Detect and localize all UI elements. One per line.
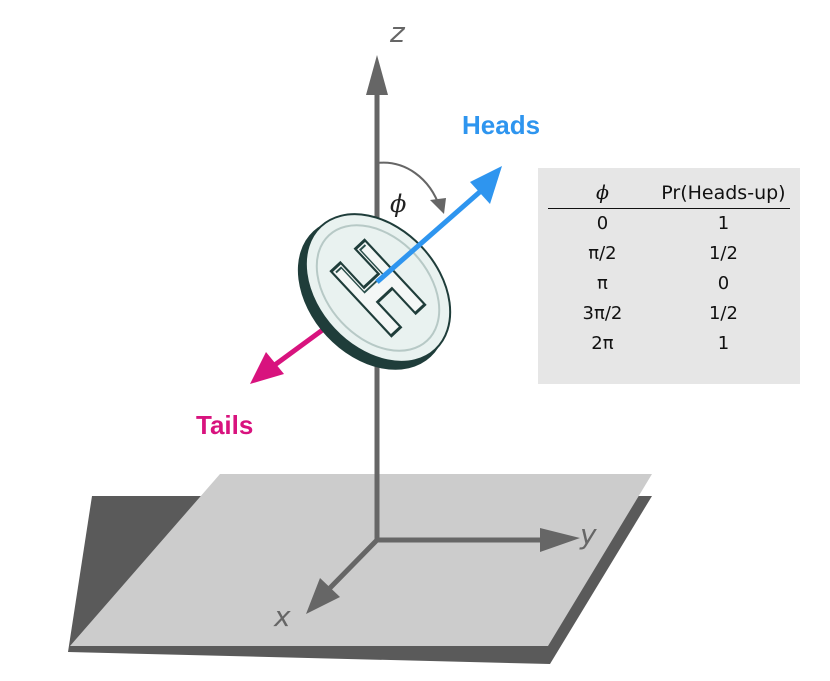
probability-table-grid: ϕ Pr(Heads-up) 0 1 π/2 1/2 π 0 3π/ xyxy=(548,180,790,359)
tails-label: Tails xyxy=(196,410,253,440)
table-cell-prob: 1/2 xyxy=(708,303,738,324)
heads-arrowhead xyxy=(470,166,502,204)
table-row: π 0 xyxy=(548,269,790,299)
table-header-prob: Pr(Heads-up) xyxy=(656,180,790,209)
y-axis-arrowhead xyxy=(540,528,580,552)
table-header-row: ϕ Pr(Heads-up) xyxy=(548,180,790,209)
coin: H xyxy=(297,213,452,370)
tails-arrowhead xyxy=(250,352,284,384)
phi-angle-arc xyxy=(376,161,441,209)
table-cell-prob: 1 xyxy=(717,333,730,354)
y-axis-label: y xyxy=(579,518,597,551)
coin-letter-h xyxy=(329,238,427,338)
z-axis-arrowhead xyxy=(366,55,388,95)
x-axis xyxy=(326,538,379,592)
heads-vector xyxy=(375,188,484,284)
table-row: π/2 1/2 xyxy=(548,239,790,269)
table-cell-prob: 0 xyxy=(717,273,730,294)
table-cell-angle: 3π/2 xyxy=(582,303,623,324)
x-axis-label: x xyxy=(273,600,291,633)
table-cell-angle: 2π xyxy=(591,333,614,354)
z-axis-label: z xyxy=(389,16,406,49)
ground-plane xyxy=(70,474,652,646)
table-row: 0 1 xyxy=(548,209,790,240)
heads-label: Heads xyxy=(462,110,540,140)
phi-arc-arrowhead xyxy=(430,198,446,214)
table-row: 3π/2 1/2 xyxy=(548,299,790,329)
table-header-phi: ϕ xyxy=(548,180,657,209)
phi-angle-label: ϕ xyxy=(390,190,406,218)
probability-table: ϕ Pr(Heads-up) 0 1 π/2 1/2 π 0 3π/ xyxy=(538,168,800,384)
table-row: 2π 1 xyxy=(548,329,790,359)
table-cell-angle: 0 xyxy=(596,213,609,234)
coin-rim xyxy=(315,224,441,352)
x-axis-arrowhead xyxy=(306,578,340,614)
table-cell-angle: π xyxy=(597,273,608,294)
table-cell-angle: π/2 xyxy=(588,243,617,264)
table-cell-prob: 1 xyxy=(717,213,730,234)
table-cell-prob: 1/2 xyxy=(708,243,738,264)
